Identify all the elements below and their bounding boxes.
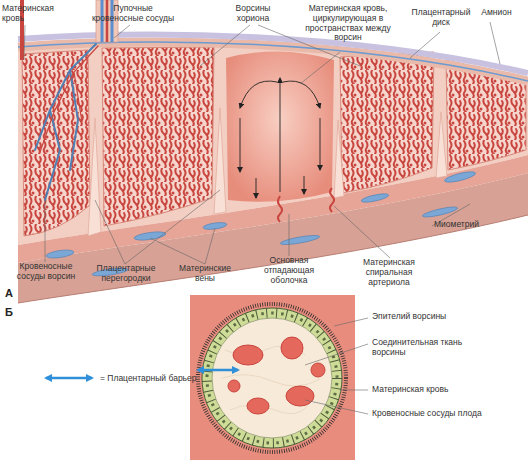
leader-lines <box>305 318 368 414</box>
part-label: Материнская кровь <box>2 4 60 24</box>
part-label: Эпителий ворсины <box>372 312 512 322</box>
epithelial-nuclei <box>207 313 337 443</box>
part-label: Кровеносные сосуды ворсин <box>12 262 80 282</box>
leader-lines <box>24 22 500 264</box>
villus-cluster <box>102 47 214 226</box>
part-label: Плацентарные перегородки <box>92 264 160 284</box>
microvilli <box>198 304 346 452</box>
spiral-arteriole <box>278 188 334 222</box>
legend-arrow <box>46 377 92 380</box>
part-label: Материнская спиральная артериола <box>356 258 422 287</box>
part-label: Амнион <box>474 8 519 18</box>
part-label: Пупочные кровеносные сосуды <box>88 4 178 24</box>
villus-epithelium <box>207 313 337 443</box>
villus-core <box>202 308 342 448</box>
villus-vessels <box>35 44 98 200</box>
amnion <box>18 35 528 73</box>
panel-letter: А <box>5 287 25 300</box>
chorionic-vessel <box>18 42 528 81</box>
part-label: Материнская кровь <box>372 385 512 395</box>
legend-swatch <box>40 372 98 384</box>
legend-text: = Плацентарный барьер <box>100 373 197 383</box>
blood-flow-arrows <box>240 78 320 198</box>
part-label: Соединительная ткань ворсины <box>372 338 484 358</box>
part-label: Ворсины хориона <box>228 4 278 24</box>
part-label: Материнская кровь, циркулирующая в прост… <box>302 4 394 43</box>
villus-cluster <box>340 52 434 193</box>
placental-septa <box>88 108 447 236</box>
placenta-section <box>18 0 528 303</box>
part-label: Миометрий <box>434 220 494 230</box>
fetal-vessels <box>228 337 325 414</box>
chorionic-plate <box>18 42 528 81</box>
villus-cluster <box>22 50 90 236</box>
villus-cross-section <box>190 295 368 460</box>
connective-fibres <box>222 346 320 414</box>
part-label: Основная отпадающая оболочка <box>256 256 322 285</box>
epithelium-edge <box>202 308 342 448</box>
legend-entry: = Плацентарный барьер <box>40 372 197 384</box>
intervillous-space <box>226 51 334 201</box>
maternal-blood-field <box>190 295 355 460</box>
epithelium-edge <box>212 318 332 438</box>
part-label: Кровеносные сосуды плода <box>372 409 522 419</box>
epithelial-cell-borders <box>207 313 337 443</box>
panel-letter: Б <box>5 306 25 319</box>
placental-barrier-arrow <box>198 369 238 372</box>
part-label: Плацентарный диск <box>410 8 472 28</box>
part-label: Материнские вены <box>176 264 234 284</box>
